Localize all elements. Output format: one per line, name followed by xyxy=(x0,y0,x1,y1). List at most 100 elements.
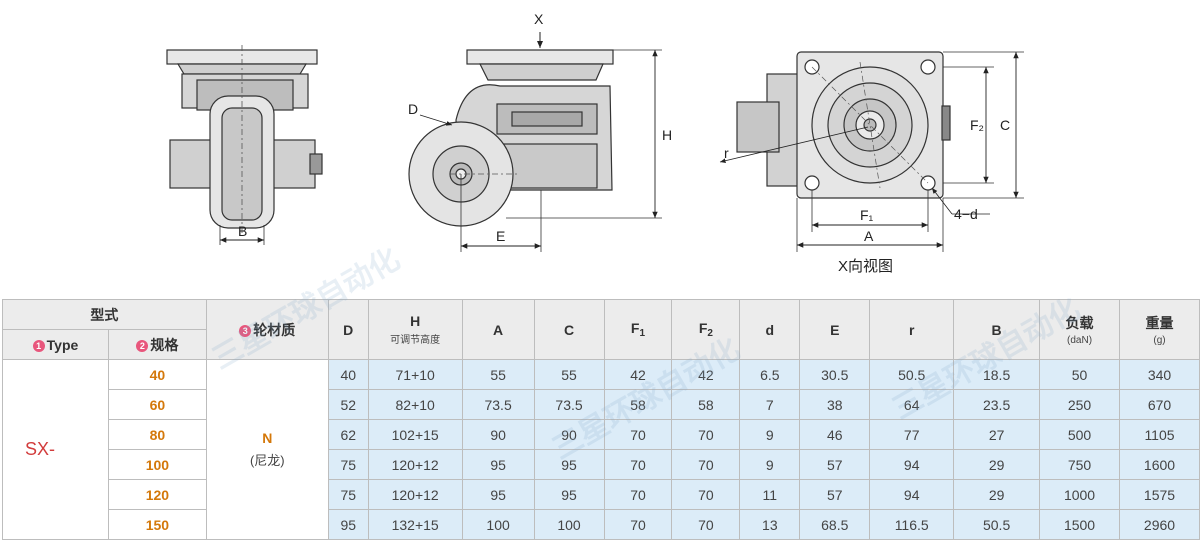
data-cell: 30.5 xyxy=(799,359,871,390)
size-cell: 100 xyxy=(107,449,207,480)
data-cell: 116.5 xyxy=(869,509,955,540)
data-cell: 13 xyxy=(739,509,801,540)
size-cell: 80 xyxy=(107,419,207,450)
top-label-f2: F₂ xyxy=(970,117,984,133)
data-cell: 70 xyxy=(603,509,673,540)
header-col-label: C xyxy=(563,321,575,338)
data-cell: 58 xyxy=(671,389,741,420)
data-cell: 750 xyxy=(1039,449,1120,480)
data-cell: 38 xyxy=(799,389,871,420)
data-cell: 95 xyxy=(327,509,369,540)
data-cell: 50.5 xyxy=(869,359,955,390)
header-col-note: (g) xyxy=(1153,335,1166,346)
top-label-r: r xyxy=(724,145,729,161)
header-col-3: C xyxy=(533,299,605,360)
size-cell: 60 xyxy=(107,389,207,420)
data-cell: 120+12 xyxy=(367,449,463,480)
header-col-9: B xyxy=(953,299,1041,360)
data-cell: 73.5 xyxy=(461,389,535,420)
data-cell: 7 xyxy=(739,389,801,420)
side-label-x: X xyxy=(534,11,544,27)
header-col-0: D xyxy=(327,299,369,360)
header-col-4: F1 xyxy=(603,299,673,360)
data-cell: 9 xyxy=(739,419,801,450)
data-cell: 50.5 xyxy=(953,509,1041,540)
data-cell: 55 xyxy=(461,359,535,390)
data-cell: 57 xyxy=(799,449,871,480)
data-cell: 77 xyxy=(869,419,955,450)
data-cell: 40 xyxy=(327,359,369,390)
data-cell: 90 xyxy=(461,419,535,450)
data-cell: 73.5 xyxy=(533,389,605,420)
front-view xyxy=(166,45,323,245)
header-col-label: 负载 xyxy=(1065,315,1094,331)
data-cell: 55 xyxy=(533,359,605,390)
data-cell: 71+10 xyxy=(367,359,463,390)
data-cell: 23.5 xyxy=(953,389,1041,420)
header-col-label: B xyxy=(991,321,1002,338)
side-view xyxy=(408,32,662,252)
data-cell: 64 xyxy=(869,389,955,420)
material-code: N xyxy=(262,430,273,446)
data-cell: 2960 xyxy=(1118,509,1200,540)
data-cell: 6.5 xyxy=(739,359,801,390)
header-col-label: D xyxy=(343,321,354,338)
data-cell: 70 xyxy=(671,479,741,510)
header-col-note: (daN) xyxy=(1067,335,1093,346)
data-cell: 90 xyxy=(533,419,605,450)
data-cell: 75 xyxy=(327,449,369,480)
data-cell: 42 xyxy=(603,359,673,390)
type-cell: SX- xyxy=(2,359,109,540)
header-col-11: 重量 (g) xyxy=(1118,299,1200,360)
data-cell: 102+15 xyxy=(367,419,463,450)
header-col-note: 可调节高度 xyxy=(390,335,441,346)
header-col-5: F2 xyxy=(671,299,741,360)
data-cell: 1500 xyxy=(1039,509,1120,540)
data-cell: 500 xyxy=(1039,419,1120,450)
data-cell: 50 xyxy=(1039,359,1120,390)
data-cell: 1575 xyxy=(1118,479,1200,510)
data-cell: 18.5 xyxy=(953,359,1041,390)
header-col-label: E xyxy=(830,321,840,338)
data-cell: 75 xyxy=(327,479,369,510)
header-col-2: A xyxy=(461,299,535,360)
data-cell: 95 xyxy=(461,449,535,480)
header-col-10: 负载 (daN) xyxy=(1039,299,1120,360)
material-number-badge: 3 xyxy=(239,324,252,337)
data-cell: 1000 xyxy=(1039,479,1120,510)
data-cell: 100 xyxy=(533,509,605,540)
header-col-label: F xyxy=(698,320,708,336)
data-cell: 42 xyxy=(671,359,741,390)
header-col-label: 重量 xyxy=(1145,315,1174,331)
data-cell: 27 xyxy=(953,419,1041,450)
data-cell: 94 xyxy=(869,479,955,510)
data-cell: 29 xyxy=(953,449,1041,480)
data-cell: 29 xyxy=(953,479,1041,510)
data-cell: 70 xyxy=(603,419,673,450)
header-col-6: d xyxy=(739,299,801,360)
data-cell: 11 xyxy=(739,479,801,510)
header-col-label: A xyxy=(493,321,504,338)
side-label-d: D xyxy=(408,101,418,117)
data-cell: 68.5 xyxy=(799,509,871,540)
header-col-8: r xyxy=(869,299,955,360)
data-cell: 100 xyxy=(461,509,535,540)
data-cell: 670 xyxy=(1118,389,1200,420)
header-col-label: r xyxy=(908,321,915,338)
header-col-subscript: 2 xyxy=(707,328,713,339)
size-cell: 40 xyxy=(107,359,207,390)
data-cell: 95 xyxy=(533,479,605,510)
material-name: (尼龙) xyxy=(249,453,285,468)
data-cell: 1105 xyxy=(1118,419,1200,450)
header-col-label: d xyxy=(765,321,775,338)
data-cell: 9 xyxy=(739,449,801,480)
